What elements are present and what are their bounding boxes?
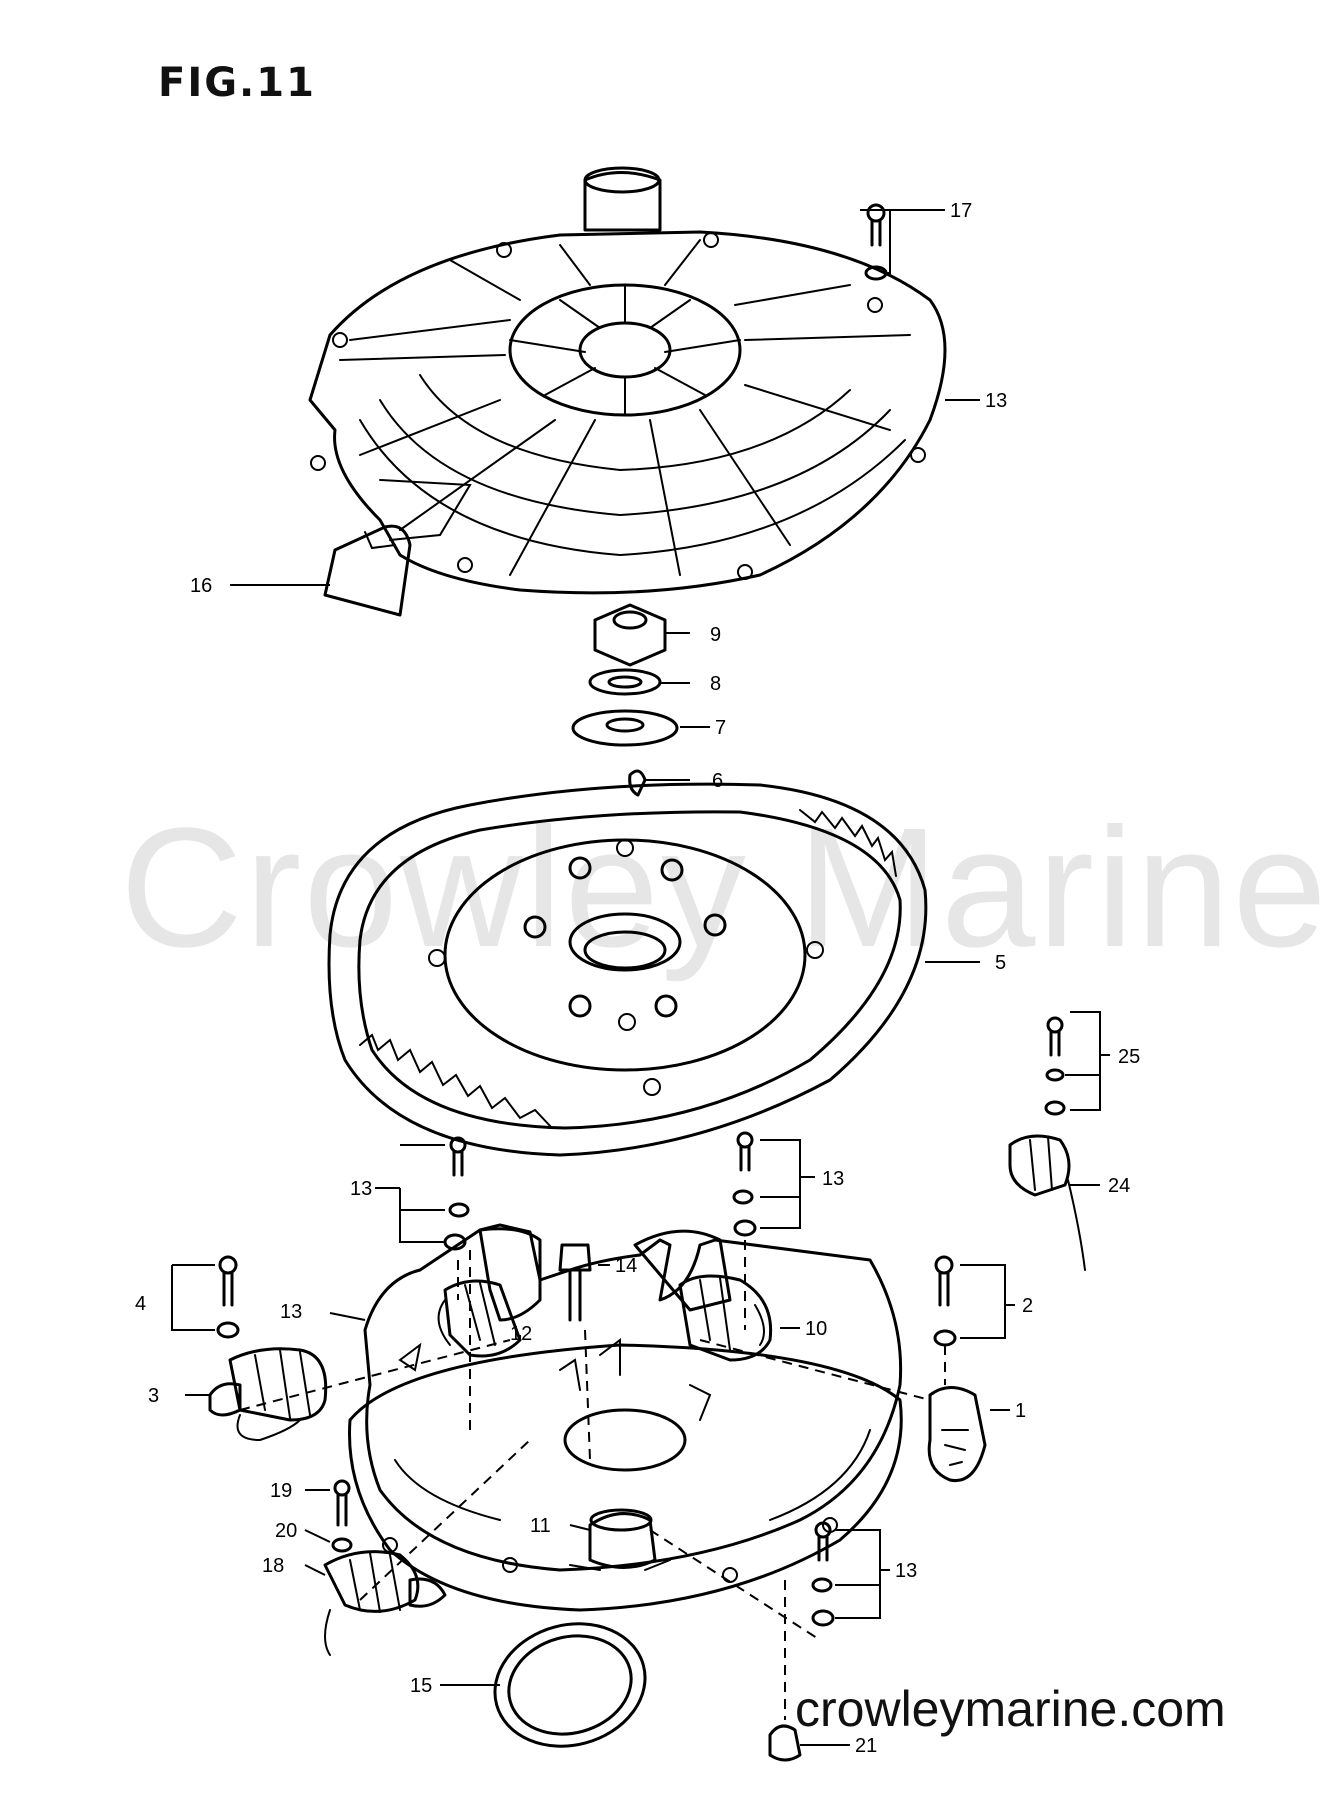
callout-24: 24 (1108, 1175, 1130, 1197)
callout-6: 6 (712, 770, 723, 792)
callout-2: 2 (1022, 1295, 1033, 1317)
callout-5: 5 (995, 952, 1006, 974)
callout-4: 4 (135, 1293, 146, 1315)
callout-20: 18 (262, 1555, 284, 1577)
callout-labels: 17 13 16 9 8 7 6 5 25 24 13 13 4 2 14 13… (135, 200, 1140, 1757)
coil-3 (208, 1347, 328, 1442)
callout-10: 10 (805, 1318, 827, 1340)
callout-9: 9 (710, 624, 721, 646)
gasket-17 (493, 1622, 647, 1748)
part-11 (569, 1508, 671, 1571)
callout-13-left: 13 (350, 1178, 372, 1200)
key-6 (628, 769, 647, 797)
callout-16: 14 (615, 1255, 637, 1277)
screw-19 (864, 203, 888, 281)
washer-7 (571, 709, 679, 747)
figure-title: FIG.11 (158, 60, 316, 106)
coil-12 (437, 1279, 522, 1358)
callout-12: 12 (510, 1323, 532, 1345)
bolt-16 (558, 1243, 592, 1322)
callout-22: 20 (275, 1520, 297, 1542)
screw-set-4 (216, 1255, 240, 1339)
clip-23 (768, 1724, 802, 1762)
watermark: Crowley Marine (120, 793, 1329, 983)
callout-19: 17 (950, 200, 972, 222)
callout-13-lower: 13 (895, 1560, 917, 1582)
leader-lines (171, 209, 1110, 1746)
screw-set-2 (933, 1255, 957, 1347)
coil-20 (323, 1550, 447, 1656)
callout-17: 15 (410, 1675, 432, 1697)
callout-11: 11 (530, 1515, 551, 1537)
callout-3: 3 (148, 1385, 159, 1407)
callout-23: 21 (855, 1735, 877, 1757)
callout-18: 16 (190, 575, 212, 597)
site-url: crowleymarine.com (795, 1681, 1226, 1737)
callout-15: 13 (985, 390, 1007, 412)
washer-8 (588, 668, 662, 696)
screw-21 (333, 1479, 351, 1527)
pulser-24 (1008, 1134, 1086, 1271)
decal-18 (323, 524, 412, 617)
screw-set-13-lower (811, 1521, 835, 1627)
callout-14: 13 (280, 1301, 302, 1323)
screw-set-13-right (732, 1131, 757, 1237)
callout-8: 8 (710, 673, 721, 695)
screw-set-25 (1044, 1016, 1066, 1116)
pulser-1 (927, 1386, 987, 1483)
callout-7: 7 (715, 717, 726, 739)
callout-1: 1 (1015, 1400, 1026, 1422)
nut-9 (593, 603, 667, 667)
flywheel-cover (308, 166, 947, 595)
stator-plate-14 (348, 1223, 903, 1612)
screw-set-13-left (443, 1136, 470, 1251)
washer-22 (331, 1537, 353, 1553)
callout-13-right: 13 (822, 1168, 844, 1190)
flywheel-5 (327, 782, 928, 1157)
coil-10 (678, 1274, 773, 1362)
assembly-lines (239, 1240, 946, 1720)
callout-25: 25 (1118, 1046, 1140, 1068)
callout-21: 19 (270, 1480, 292, 1502)
